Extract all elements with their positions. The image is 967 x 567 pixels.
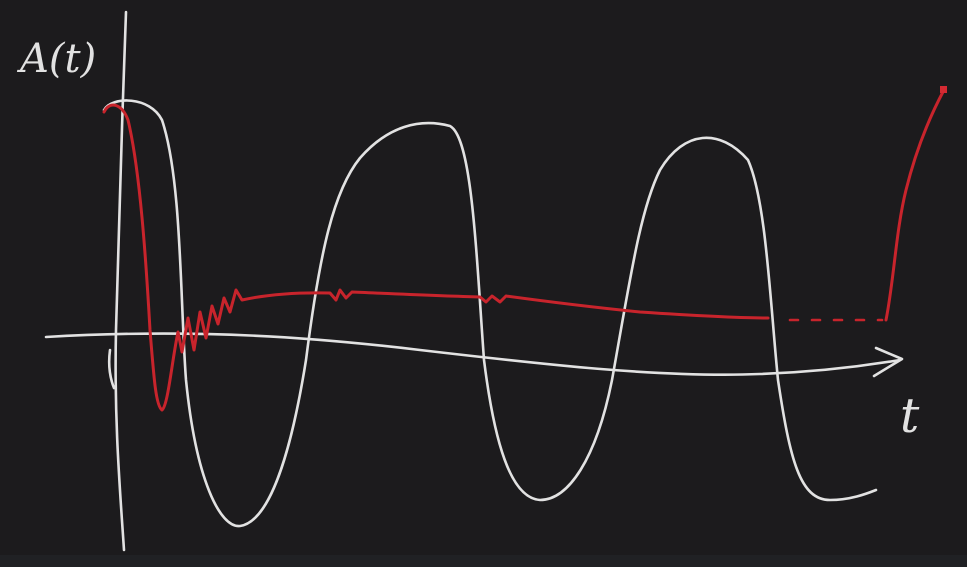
response-endpoint (940, 86, 947, 93)
y-axis-tick (107, 348, 116, 390)
x-axis (44, 332, 902, 376)
bottom-strip (0, 555, 967, 567)
y-axis (114, 10, 128, 552)
oscillation-curve (102, 99, 878, 528)
x-axis-label: t (900, 388, 920, 444)
x-axis-arrowhead (872, 346, 904, 378)
response-rise (884, 88, 946, 322)
y-axis-label: A(t) (16, 36, 96, 82)
response-curve (102, 103, 770, 412)
